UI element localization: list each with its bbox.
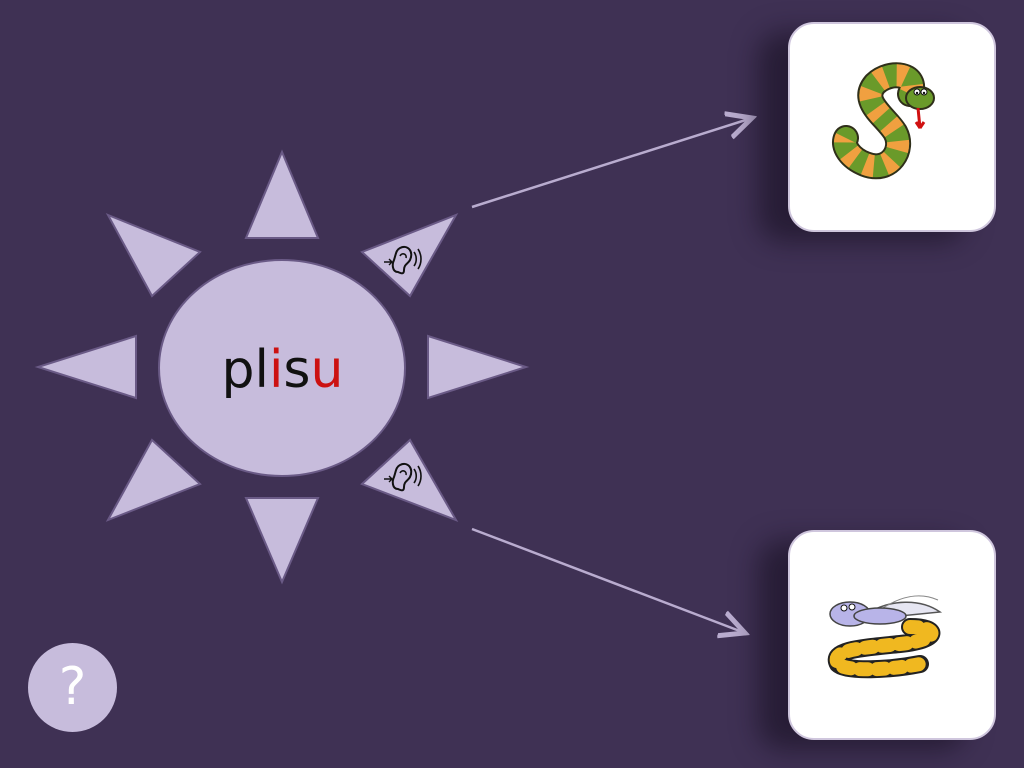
word-segment: i	[268, 340, 284, 400]
ray-bottom	[244, 497, 320, 585]
word-segment: s	[283, 340, 311, 400]
ray-top-right-audio[interactable]	[360, 213, 459, 298]
ear-audio-icon[interactable]	[384, 463, 422, 492]
ear-audio-icon[interactable]	[384, 246, 422, 275]
wasp-worm-card[interactable]	[788, 530, 996, 740]
target-word: plisu	[160, 330, 405, 410]
arrow-to-top-card	[471, 118, 752, 209]
help-button-label: ?	[58, 657, 87, 717]
word-segment: u	[310, 340, 344, 400]
ray-right	[427, 334, 530, 400]
word-segment: pl	[221, 340, 269, 400]
ray-top-left	[105, 213, 202, 298]
snake-card[interactable]	[788, 22, 996, 232]
striped-worm-with-wings-icon	[827, 595, 943, 679]
arrow-to-bottom-card	[471, 527, 745, 633]
ray-bottom-left	[105, 438, 202, 522]
help-button[interactable]: ?	[28, 643, 117, 732]
ray-top	[244, 149, 320, 239]
sun-core	[158, 259, 406, 477]
ray-left	[34, 334, 137, 400]
snake-icon	[832, 62, 935, 180]
